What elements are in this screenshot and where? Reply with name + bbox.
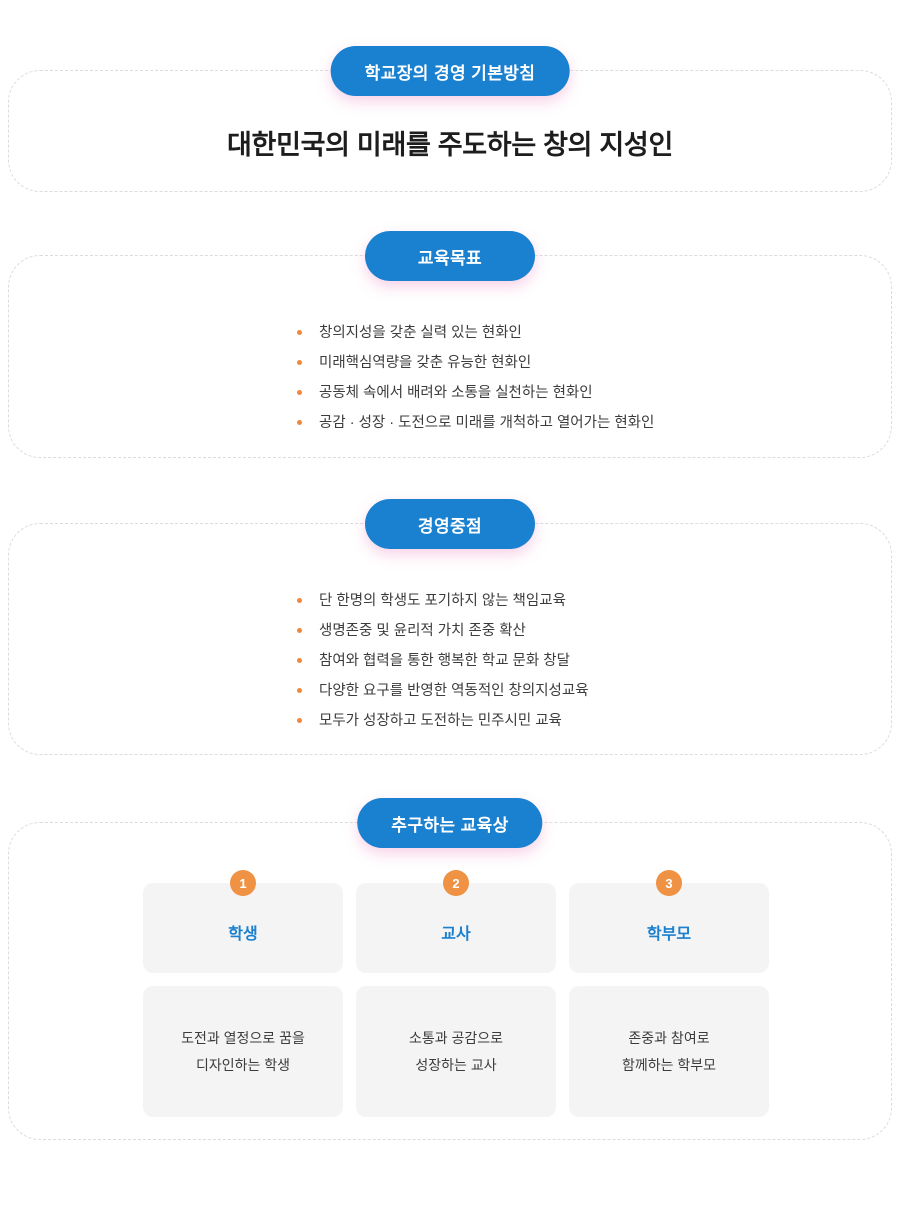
pursuit-card-student: 1 학생 도전과 열정으로 꿈을 디자인하는 학생 xyxy=(143,870,343,1117)
card-number-badge: 1 xyxy=(230,870,256,896)
list-item-label: 모두가 성장하고 도전하는 민주시민 교육 xyxy=(319,713,562,729)
list-item-label: 생명존중 및 윤리적 가치 존중 확산 xyxy=(319,623,526,639)
section-badge-pursued-education-image: 추구하는 교육상 xyxy=(357,798,543,848)
card-header: 3 학부모 xyxy=(569,870,769,973)
card-body: 존중과 참여로 함께하는 학부모 xyxy=(569,986,769,1117)
card-number-badge: 3 xyxy=(656,870,682,896)
card-header: 1 학생 xyxy=(143,870,343,973)
badge-label: 추구하는 교육상 xyxy=(391,815,509,835)
pursuit-card-parent: 3 학부모 존중과 참여로 함께하는 학부모 xyxy=(569,870,769,1117)
card-description-line-1: 소통과 공감으로 xyxy=(408,1029,504,1046)
card-description-line-1: 도전과 열정으로 꿈을 xyxy=(181,1029,305,1046)
list-item: 다양한 요구를 반영한 역동적인 창의지성교육 xyxy=(291,676,589,706)
bullet-dot-icon xyxy=(297,390,302,395)
bullet-dot-icon xyxy=(297,688,302,693)
education-goals-list: 창의지성을 갖춘 실력 있는 현화인 미래핵심역량을 갖춘 유능한 현화인 공동… xyxy=(291,318,654,438)
card-role-label: 학부모 xyxy=(646,926,692,943)
card-role-label: 교사 xyxy=(441,926,471,943)
bullet-dot-icon xyxy=(297,360,302,365)
list-item-label: 공동체 속에서 배려와 소통을 실천하는 현화인 xyxy=(319,385,593,401)
page-title: 대한민국의 미래를 주도하는 창의 지성인 xyxy=(227,130,673,160)
badge-label: 학교장의 경영 기본방침 xyxy=(364,63,536,83)
bullet-dot-icon xyxy=(297,658,302,663)
bullet-dot-icon xyxy=(297,628,302,633)
card-role-label: 학생 xyxy=(228,926,258,943)
pursuit-card-teacher: 2 교사 소통과 공감으로 성장하는 교사 xyxy=(356,870,556,1117)
section-management-focus: 경영중점 단 한명의 학생도 포기하지 않는 책임교육 생명존중 및 윤리적 가… xyxy=(8,499,892,755)
list-item: 단 한명의 학생도 포기하지 않는 책임교육 xyxy=(291,586,589,616)
list-item-label: 창의지성을 갖춘 실력 있는 현화인 xyxy=(319,325,522,341)
list-item: 공감 · 성장 · 도전으로 미래를 개척하고 열어가는 현화인 xyxy=(291,408,654,438)
bullet-dot-icon xyxy=(297,420,302,425)
list-item-label: 미래핵심역량을 갖춘 유능한 현화인 xyxy=(319,355,532,371)
section-education-goals: 교육목표 창의지성을 갖춘 실력 있는 현화인 미래핵심역량을 갖춘 유능한 현… xyxy=(8,231,892,458)
section-pursued-education-image: 추구하는 교육상 1 학생 도전과 열정으로 꿈을 디자인하는 학생 2 교사 xyxy=(8,798,892,1140)
list-item-label: 공감 · 성장 · 도전으로 미래를 개척하고 열어가는 현화인 xyxy=(319,415,655,431)
bullet-dot-icon xyxy=(297,718,302,723)
section-badge-management-policy: 학교장의 경영 기본방침 xyxy=(330,46,570,96)
list-item: 참여와 협력을 통한 행복한 학교 문화 창달 xyxy=(291,646,589,676)
bullet-dot-icon xyxy=(297,330,302,335)
section-badge-education-goals: 교육목표 xyxy=(365,231,535,281)
card-number-badge: 2 xyxy=(443,870,469,896)
list-item-label: 다양한 요구를 반영한 역동적인 창의지성교육 xyxy=(319,683,589,699)
section-management-policy: 학교장의 경영 기본방침 대한민국의 미래를 주도하는 창의 지성인 xyxy=(8,46,892,192)
card-body: 소통과 공감으로 성장하는 교사 xyxy=(356,986,556,1117)
list-item-label: 참여와 협력을 통한 행복한 학교 문화 창달 xyxy=(319,653,570,669)
list-item-label: 단 한명의 학생도 포기하지 않는 책임교육 xyxy=(319,593,566,609)
list-item: 공동체 속에서 배려와 소통을 실천하는 현화인 xyxy=(291,378,654,408)
list-item: 미래핵심역량을 갖춘 유능한 현화인 xyxy=(291,348,654,378)
card-description-line-1: 존중과 참여로 xyxy=(628,1029,710,1046)
bullet-dot-icon xyxy=(297,598,302,603)
card-description-line-2: 함께하는 학부모 xyxy=(621,1056,717,1073)
management-focus-list: 단 한명의 학생도 포기하지 않는 책임교육 생명존중 및 윤리적 가치 존중 … xyxy=(291,586,589,736)
badge-label: 교육목표 xyxy=(417,248,483,268)
badge-label: 경영중점 xyxy=(417,516,483,536)
card-description-line-2: 디자인하는 학생 xyxy=(195,1056,291,1073)
list-item: 모두가 성장하고 도전하는 민주시민 교육 xyxy=(291,706,589,736)
card-header: 2 교사 xyxy=(356,870,556,973)
list-item: 생명존중 및 윤리적 가치 존중 확산 xyxy=(291,616,589,646)
card-body: 도전과 열정으로 꿈을 디자인하는 학생 xyxy=(143,986,343,1117)
list-item: 창의지성을 갖춘 실력 있는 현화인 xyxy=(291,318,654,348)
pursuit-card-grid: 1 학생 도전과 열정으로 꿈을 디자인하는 학생 2 교사 소통과 공감으로 … xyxy=(143,870,773,1117)
section-badge-management-focus: 경영중점 xyxy=(365,499,535,549)
card-description-line-2: 성장하는 교사 xyxy=(415,1056,497,1073)
